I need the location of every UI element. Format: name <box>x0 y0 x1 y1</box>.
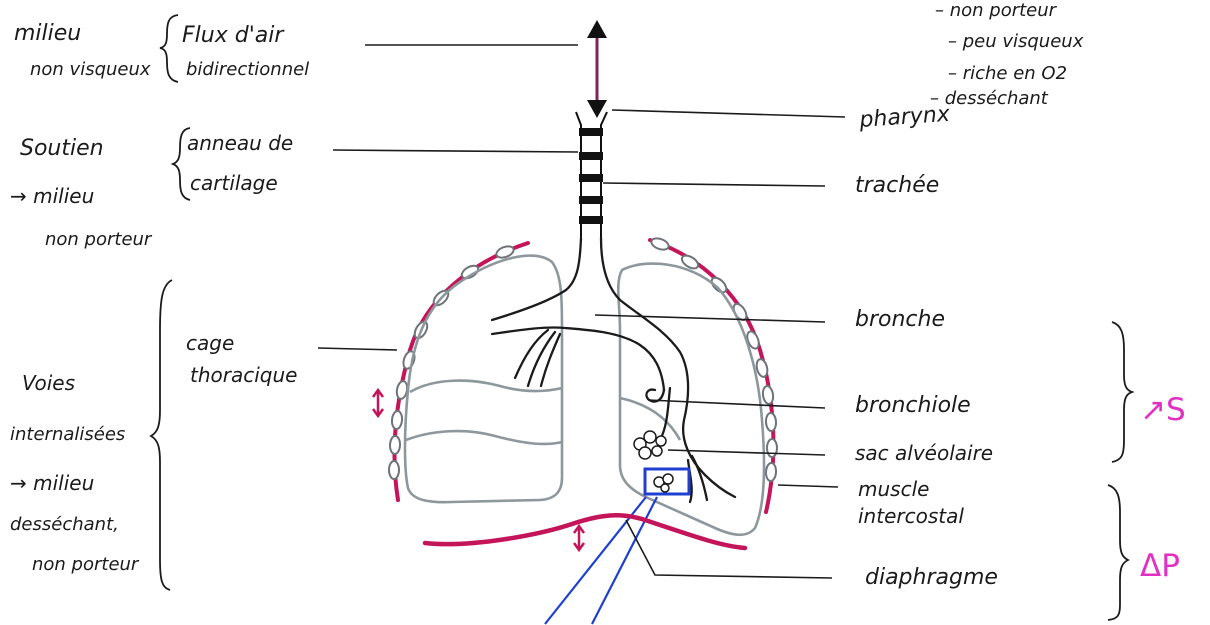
label-pharynx: pharynx <box>858 102 952 133</box>
label-muscle-1: muscle <box>858 477 929 501</box>
rib-right <box>766 413 777 431</box>
brace-pressure <box>1108 485 1128 620</box>
leader-muscle <box>778 485 838 487</box>
leader-alveolar-sac <box>668 450 825 455</box>
ribs <box>389 236 777 481</box>
label-trachea: trachée <box>855 173 939 198</box>
label-bronchiole: bronchiole <box>855 393 971 418</box>
rib-right <box>767 439 777 457</box>
leader-diaphragm <box>626 520 832 578</box>
leader-trachea <box>603 183 825 186</box>
rib-right <box>762 385 774 404</box>
note-pressure-difference: ΔP <box>1140 548 1180 584</box>
note-internal-4: desséchant, <box>10 514 119 535</box>
note-internal-2: internalisées <box>10 424 125 445</box>
air-property-1: – non porteur <box>935 0 1058 21</box>
cartilage-ring <box>579 128 603 136</box>
brace-flow <box>160 15 178 82</box>
air-property-3: – riche en O2 <box>948 63 1067 84</box>
brace-internal <box>151 280 172 590</box>
rib-right <box>650 236 670 252</box>
air-property-2: – peu visqueux <box>948 31 1084 52</box>
cartilage-ring <box>579 216 603 224</box>
note-support-2: cartilage <box>190 171 278 195</box>
note-flow-1: Flux d'air <box>182 23 285 48</box>
note-internal-1: Voies <box>22 371 75 395</box>
label-alveolar-sac: sac alvéolaire <box>855 441 993 465</box>
rib-left <box>389 461 399 479</box>
rib-left <box>390 436 401 454</box>
note-surface-increase: ↗S <box>1140 392 1186 428</box>
cartilage-ring <box>579 174 603 182</box>
note-support-medium-1: Soutien <box>20 136 104 161</box>
left-lung <box>405 256 562 503</box>
cartilage-ring <box>579 196 603 204</box>
note-internal-3: → milieu <box>10 471 94 495</box>
rib-right <box>766 463 777 481</box>
note-flow-medium-1: milieu <box>14 21 81 46</box>
note-internal-5: non porteur <box>32 554 140 575</box>
rib-movement-arrow <box>373 390 383 416</box>
diaphragm-movement-arrow <box>574 526 584 550</box>
cartilage-ring <box>579 152 603 160</box>
bronchial-tree <box>492 238 735 502</box>
left-lung-fissure-upper <box>410 381 562 392</box>
note-flow-2: bidirectionnel <box>186 59 309 80</box>
zoom-box <box>645 469 689 494</box>
note-flow-medium-2: non visqueux <box>30 59 151 80</box>
note-cage-1: cage <box>186 331 234 355</box>
trachea <box>576 112 607 238</box>
leader-pharynx <box>612 110 845 117</box>
note-cage-2: thoracique <box>190 363 297 387</box>
leader-bronchus <box>595 315 825 322</box>
label-diaphragm: diaphragme <box>865 565 998 590</box>
label-muscle-2: intercostal <box>858 504 964 528</box>
note-support-medium-2: → milieu <box>10 184 94 208</box>
rib-left <box>391 411 403 430</box>
leader-bronchiole <box>648 400 825 408</box>
left-lung-fissure-lower <box>406 431 562 444</box>
leader-cartilage <box>333 150 578 152</box>
note-support-medium-3: non porteur <box>45 229 153 250</box>
airflow-double-arrow <box>587 20 607 118</box>
leader-cage <box>318 348 397 350</box>
rib-right <box>709 275 729 295</box>
label-bronchus: bronche <box>855 307 945 332</box>
note-support-1: anneau de <box>187 131 293 155</box>
brace-surface <box>1112 322 1132 462</box>
